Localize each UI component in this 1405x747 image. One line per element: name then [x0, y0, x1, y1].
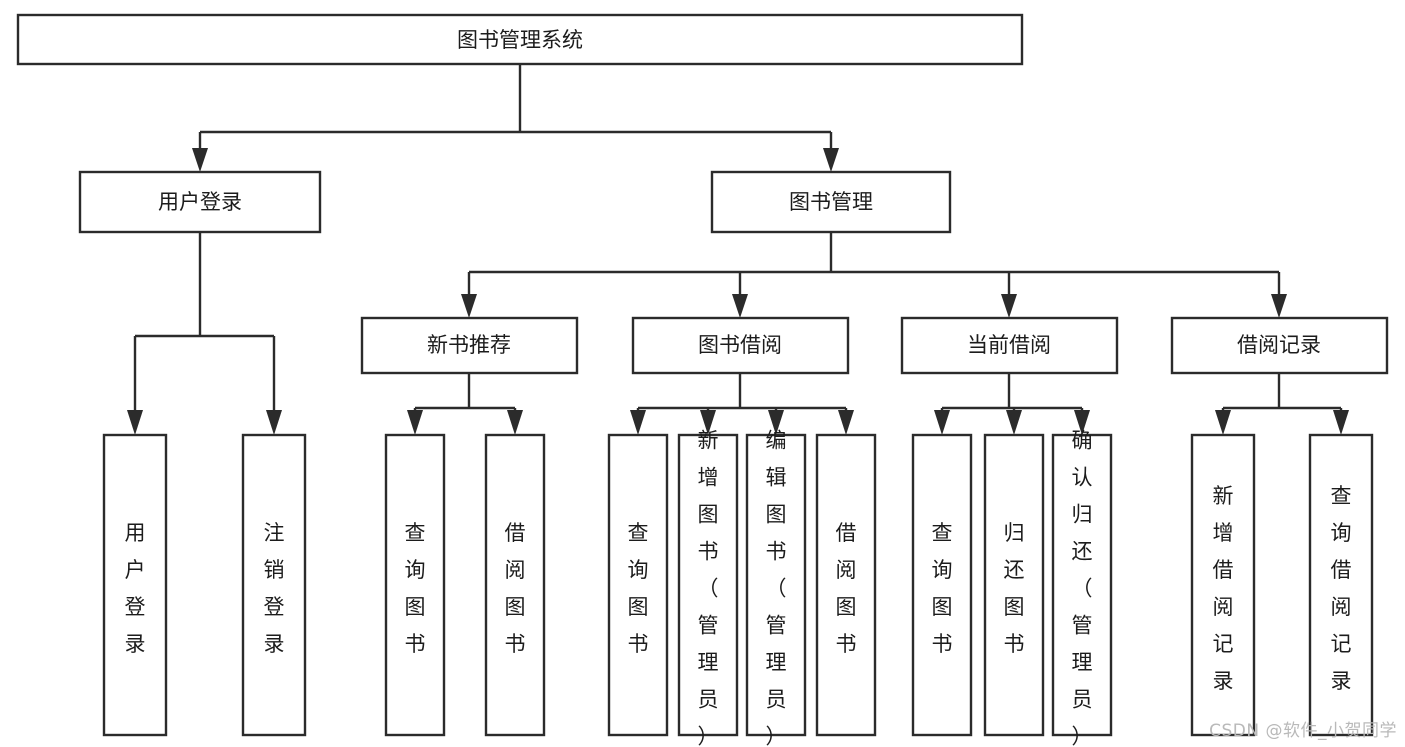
leaf-box-cb-query-book[interactable] [911, 433, 973, 737]
node-book-borrow[interactable]: 图书借阅 [631, 316, 850, 375]
leaf-label-cb-return-book: 归还图书 [1004, 521, 1025, 656]
arrow-head-new-book-rec [461, 294, 477, 318]
leaf-br-query-record[interactable]: 查询借阅记录 [1308, 433, 1374, 737]
arrow-head-bb-add-book [700, 410, 716, 435]
leaf-nbr-query-book[interactable]: 查询图书 [384, 433, 446, 737]
leaf-box-nbr-borrow-book[interactable] [484, 433, 546, 737]
node-box-borrow-record[interactable] [1170, 316, 1389, 375]
leaf-label-cb-query-book: 查询图书 [932, 521, 953, 656]
arrow-head-cb-return-book [1006, 410, 1022, 435]
arrow-head-bb-query-book [630, 410, 646, 435]
node-new-book-recommend[interactable]: 新书推荐 [360, 316, 579, 375]
leaf-label-bb-borrow-book: 借阅图书 [836, 521, 857, 656]
leaf-label-cb-confirm-return-admin: 确认归还（管理员） [1072, 428, 1093, 747]
node-label-book-management: 图书管理 [789, 190, 873, 214]
leaf-box-bb-add-book-admin[interactable] [677, 433, 739, 737]
node-current-borrow[interactable]: 当前借阅 [900, 316, 1119, 375]
leaf-label-br-query-record: 查询借阅记录 [1331, 484, 1352, 693]
leaf-label-nbr-query-book: 查询图书 [405, 521, 426, 656]
arrow-head-br-add-record [1215, 410, 1231, 435]
leaf-bb-add-book-admin[interactable]: 新增图书（管理员） [677, 428, 739, 747]
node-box-current-borrow[interactable] [900, 316, 1119, 375]
arrow-head-bb-edit-book [768, 410, 784, 435]
arrow-head-nbr-query-book [407, 410, 423, 435]
leaf-box-bb-edit-book-admin[interactable] [745, 433, 807, 737]
leaf-nbr-borrow-book[interactable]: 借阅图书 [484, 433, 546, 737]
node-label-user-login: 用户登录 [158, 190, 242, 214]
node-label-root: 图书管理系统 [457, 28, 583, 52]
arrow-head-user-login [192, 148, 208, 172]
leaf-box-br-add-record[interactable] [1190, 433, 1256, 737]
leaf-bb-query-book[interactable]: 查询图书 [607, 433, 669, 737]
arrow-head-current-borrow [1001, 294, 1017, 318]
leaf-box-cb-return-book[interactable] [983, 433, 1045, 737]
leaf-bb-borrow-book[interactable]: 借阅图书 [815, 433, 877, 737]
node-label-current-borrow: 当前借阅 [967, 333, 1051, 357]
arrow-head-book-manage [823, 148, 839, 172]
leaf-label-br-add-record: 新增借阅记录 [1213, 484, 1234, 693]
leaf-box-br-query-record[interactable] [1308, 433, 1374, 737]
node-label-book-borrow: 图书借阅 [698, 333, 782, 357]
node-box-new-book-recommend[interactable] [360, 316, 579, 375]
leaf-label-bb-query-book: 查询图书 [628, 521, 649, 656]
leaf-cb-return-book[interactable]: 归还图书 [983, 433, 1045, 737]
leaf-label-user-login: 用户登录 [125, 521, 146, 656]
arrow-head-book-borrow [732, 294, 748, 318]
leaf-box-logout[interactable] [241, 433, 307, 737]
leaf-label-bb-edit-book-admin: 编辑图书（管理员） [766, 428, 787, 747]
arrow-head-leaf-user-login [127, 410, 143, 435]
csdn-watermark: CSDN @软件_小贺同学 [1209, 721, 1397, 741]
node-user-login[interactable]: 用户登录 [78, 170, 322, 234]
node-borrow-record[interactable]: 借阅记录 [1170, 316, 1389, 375]
leaf-label-logout: 注销登录 [264, 521, 285, 656]
leaf-label-bb-add-book-admin: 新增图书（管理员） [698, 428, 719, 747]
node-root-book-management-system[interactable]: 图书管理系统 [16, 13, 1024, 66]
node-box-book-borrow[interactable] [631, 316, 850, 375]
arrow-head-bb-borrow-book [838, 410, 854, 435]
node-label-borrow-record: 借阅记录 [1237, 333, 1321, 357]
arrow-head-cb-query-book [934, 410, 950, 435]
node-box-book-management[interactable] [710, 170, 952, 234]
node-box-root[interactable] [16, 13, 1024, 66]
leaf-box-bb-query-book[interactable] [607, 433, 669, 737]
leaf-cb-confirm-return-admin[interactable]: 确认归还（管理员） [1051, 428, 1113, 747]
node-box-user-login[interactable] [78, 170, 322, 234]
node-book-management[interactable]: 图书管理 [710, 170, 952, 234]
connector-layer [127, 64, 1349, 435]
node-label-new-book-recommend: 新书推荐 [427, 333, 511, 357]
leaf-user-login[interactable]: 用户登录 [102, 433, 168, 737]
leaf-br-add-record[interactable]: 新增借阅记录 [1190, 433, 1256, 737]
leaf-box-bb-borrow-book[interactable] [815, 433, 877, 737]
leaf-bb-edit-book-admin[interactable]: 编辑图书（管理员） [745, 428, 807, 747]
leaf-node-layer: 用户登录 注销登录 查询图书 借阅图书 查询图书 新增图书（管理员） [102, 428, 1374, 747]
leaf-label-nbr-borrow-book: 借阅图书 [505, 521, 526, 656]
arrow-head-br-query-record [1333, 410, 1349, 435]
arrow-head-leaf-logout [266, 410, 282, 435]
leaf-box-cb-confirm-return-admin[interactable] [1051, 433, 1113, 737]
leaf-logout[interactable]: 注销登录 [241, 433, 307, 737]
arrow-head-cb-confirm-return [1074, 410, 1090, 435]
arrow-head-nbr-borrow-book [507, 410, 523, 435]
leaf-cb-query-book[interactable]: 查询图书 [911, 433, 973, 737]
leaf-box-user-login[interactable] [102, 433, 168, 737]
arrow-head-borrow-record [1271, 294, 1287, 318]
leaf-box-nbr-query-book[interactable] [384, 433, 446, 737]
